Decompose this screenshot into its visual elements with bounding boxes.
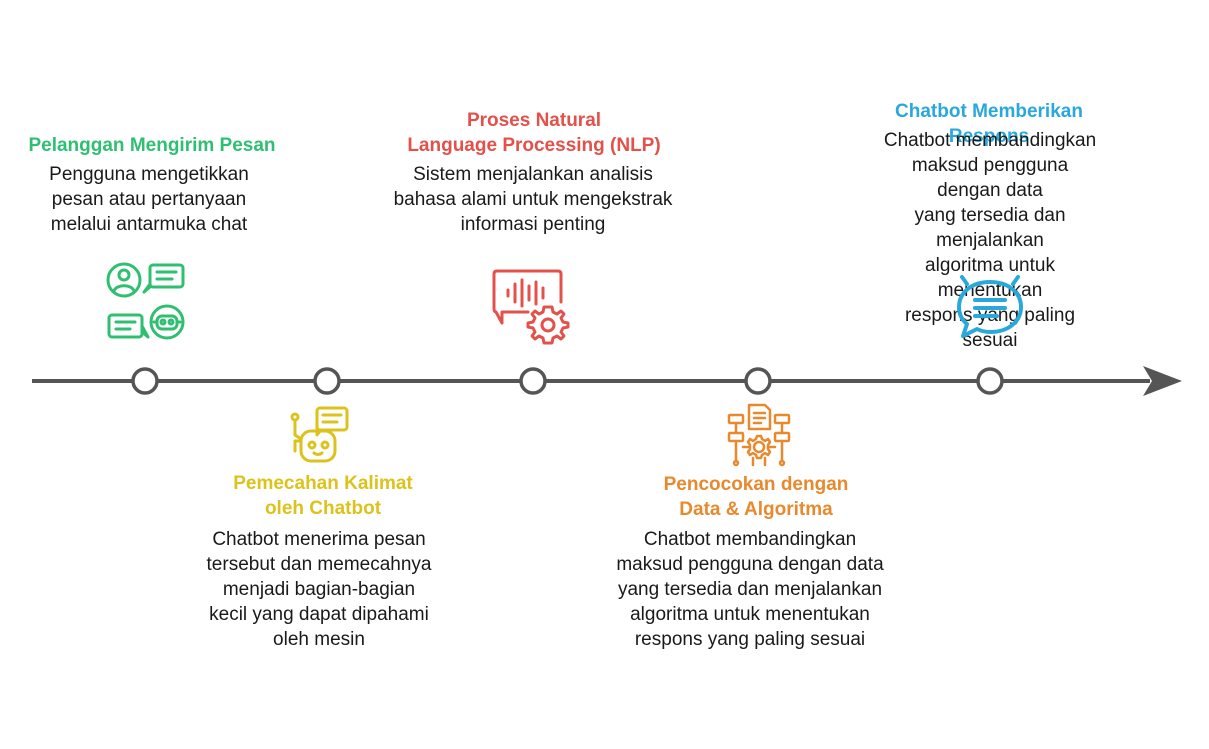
chat-bubble-icon <box>957 275 1023 338</box>
timeline-node-5 <box>976 367 1004 395</box>
step-2-description: Chatbot menerima pesan tersebut dan meme… <box>206 529 432 650</box>
data-algorithm-icon <box>727 403 791 467</box>
timeline-arrow-head <box>1143 366 1182 396</box>
timeline-node-2 <box>313 367 341 395</box>
step-1-description: Pengguna mengetikkan pesan atau pertanya… <box>49 164 249 235</box>
step-1-title: Pelanggan Mengirim Pesan <box>28 135 276 156</box>
timeline-node-3 <box>519 367 547 395</box>
step-2-title: Pemecahan Kalimat oleh Chatbot <box>233 473 413 519</box>
timeline-node-4 <box>744 367 772 395</box>
voice-gear-icon <box>492 269 570 345</box>
user-chat-robot-icon <box>106 262 185 340</box>
step-4-description: Chatbot membandingkan maksud pengguna de… <box>616 529 884 650</box>
step-3-description: Sistem menjalankan analisis bahasa alami… <box>393 164 673 235</box>
step-3-title: Proses Natural Language Processing (NLP) <box>407 110 661 156</box>
robot-message-icon <box>290 406 349 463</box>
timeline-node-1 <box>131 367 159 395</box>
step-4-title: Pencocokan dengan Data & Algoritma <box>663 474 849 520</box>
step-5-title: Chatbot Memberikan Respons <box>895 101 1083 147</box>
